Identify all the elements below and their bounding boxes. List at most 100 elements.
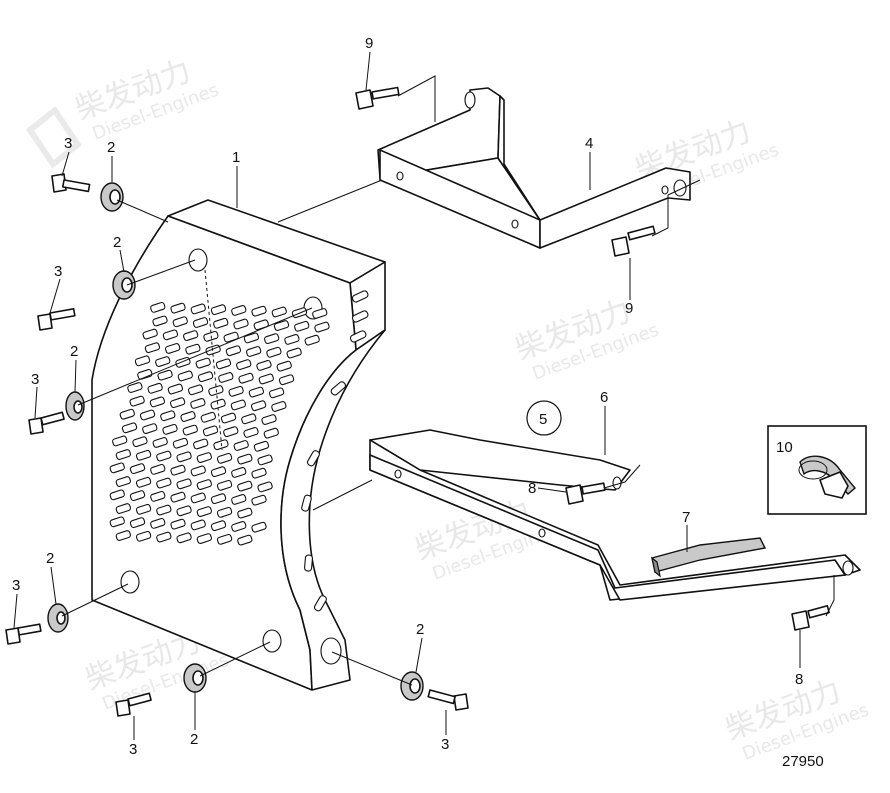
callout-label: 4 — [585, 135, 593, 152]
perforation-slot — [169, 397, 186, 409]
perforation-slot — [225, 345, 242, 357]
perforation-slot — [228, 385, 244, 397]
perforation-slot — [258, 373, 274, 385]
perforation-slot — [156, 531, 172, 543]
perforation-slot — [165, 343, 181, 354]
perforation-slot — [210, 520, 227, 532]
perforation-slot — [172, 437, 189, 449]
perforation-slot — [248, 386, 265, 398]
perforation-slot — [223, 426, 239, 438]
perforation-slot — [251, 494, 267, 506]
bolt-part-3 — [427, 689, 469, 711]
perforation-slot — [190, 519, 206, 531]
perforation-slot — [208, 385, 224, 396]
perforation-slot — [109, 516, 125, 528]
perforation-slot — [135, 503, 152, 515]
clamp-inset-part-10 — [767, 425, 867, 515]
bolt-part-8 — [565, 482, 606, 505]
perforation-slot — [276, 360, 292, 372]
perforation-slot — [246, 346, 262, 357]
perforation-slot — [251, 521, 267, 533]
perforation-slot — [200, 411, 216, 423]
perforation-slot — [192, 317, 209, 328]
washer — [47, 603, 69, 633]
perforation-slot — [266, 346, 282, 358]
callout-label: 9 — [365, 35, 373, 52]
perforation-slot — [170, 491, 186, 503]
bolt-part-3 — [5, 623, 42, 645]
perforation-slot — [294, 320, 310, 332]
perforation-slot — [150, 517, 166, 529]
perforation-slot — [237, 534, 253, 546]
perforation-slot — [152, 315, 168, 327]
perforation-slot — [127, 382, 143, 393]
perforation-slot — [210, 466, 227, 478]
callout-label: 3 — [31, 371, 39, 388]
perforation-slot — [193, 438, 209, 450]
perforation-slot — [314, 321, 330, 333]
perforation-slot — [216, 506, 233, 518]
callout-label: 6 — [600, 389, 608, 406]
leader-lines — [13, 51, 835, 740]
perforation-slot — [213, 439, 229, 451]
callout-label: 2 — [190, 731, 198, 748]
perforation-slot — [134, 355, 151, 367]
perforation-slot — [210, 304, 227, 316]
perforation-slot — [218, 372, 234, 383]
callout-label: 3 — [441, 736, 449, 753]
perforation-slot — [170, 302, 186, 314]
perforation-slot — [187, 384, 204, 396]
bolt-part-3 — [115, 692, 152, 717]
callout-label: 2 — [46, 550, 54, 567]
figure-number: 27950 — [782, 753, 824, 770]
washer — [400, 671, 424, 701]
perforation-slot — [253, 440, 270, 452]
perforation-slot — [177, 370, 193, 382]
callout-label: 7 — [682, 509, 690, 526]
callout-label: 5 — [539, 411, 547, 428]
perforation-slot — [115, 476, 131, 487]
callout-labels: 1 2 3 9 4 9 2 3 2 3 5 6 10 8 7 2 3 2 8 2… — [12, 35, 824, 770]
perforation-slot — [237, 480, 253, 492]
bolt-part-9 — [355, 86, 400, 110]
perforation-slot — [144, 342, 161, 354]
perforation-slot — [176, 532, 192, 544]
upper-bracket-part-4 — [377, 87, 691, 249]
bolt-part-3 — [51, 173, 91, 193]
perforation-slot — [162, 423, 178, 435]
perforation-slot — [156, 450, 172, 462]
perforation-slot — [243, 332, 260, 344]
perforation-slot — [231, 467, 247, 478]
perforation-slot — [190, 398, 206, 409]
rubber-strip-part-7 — [651, 537, 767, 578]
perforation-slot — [230, 399, 247, 411]
callout-label: 3 — [54, 263, 62, 280]
perforation-slot — [109, 489, 125, 501]
guard-panel-part-1 — [91, 199, 386, 691]
washer — [112, 270, 136, 300]
perforation-slot — [183, 330, 199, 341]
perforation-slot — [170, 518, 186, 530]
callout-label: 2 — [113, 234, 121, 251]
perforation-slot — [278, 374, 295, 386]
flange-slots — [301, 290, 369, 612]
perforation-slot — [139, 409, 156, 421]
perforation-slot — [155, 356, 171, 367]
perforation-slot — [176, 478, 192, 490]
perforation-slot — [156, 504, 172, 516]
perforation-slot — [196, 506, 212, 517]
callout-label: 8 — [528, 480, 536, 497]
washers-part-2 — [47, 182, 424, 701]
perforation-slot — [231, 494, 247, 505]
perforation-slot — [115, 449, 131, 460]
perforation-slot — [216, 452, 233, 464]
bolt-part-9 — [611, 225, 656, 257]
perforation-slot — [150, 301, 166, 313]
perforation-slot — [197, 371, 214, 383]
perforation-slot — [216, 479, 233, 491]
perforation-slot — [216, 533, 233, 545]
perforation-slot — [115, 530, 131, 541]
perforation-slot — [180, 411, 196, 422]
perforation-slot — [233, 440, 249, 451]
